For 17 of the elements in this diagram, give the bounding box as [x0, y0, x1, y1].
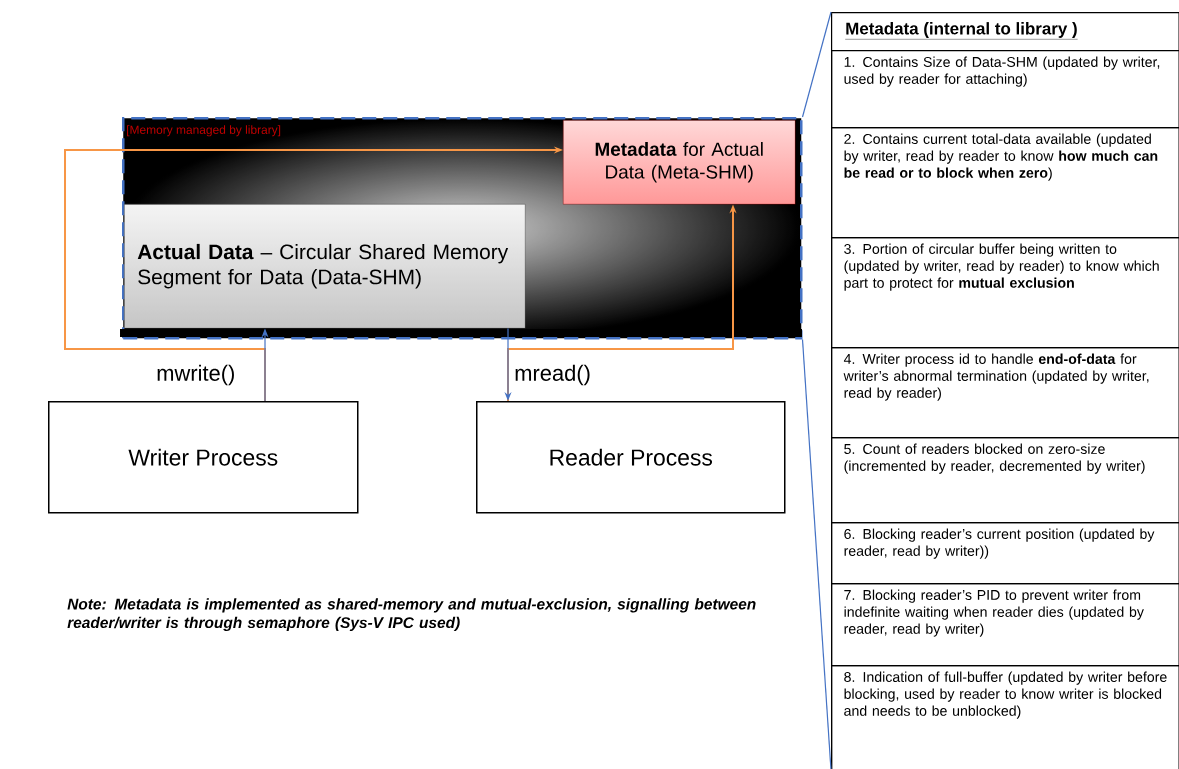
process-box: Writer Process [48, 401, 359, 514]
table-row: 8. Indication of full-buffer (updated by writer before blocking, used by reader to know writer is blocked and needs to be unblocked) [831, 665, 1179, 769]
edge-label: mread() [513, 363, 592, 387]
table-row: 6. Blocking reader’s current position (updated by reader, read by writer)) [831, 522, 1179, 585]
data-segment-box: Actual Data – Circular Shared Memory Segment for Data (Data-SHM) [124, 204, 526, 329]
table-row: 3. Portion of circular buffer being written to (updated by writer, read by reader) to know which part to protect for mutual exclusion [831, 237, 1179, 349]
edge-label: mwrite() [155, 363, 237, 387]
note-text: Note: Metadata is implemented as shared-memory and mutual-exclusion, signalling between reader/writer is through semaphore (Sys-V IPC used) [67, 598, 756, 632]
table-row: 2. Contains current total-data available (updated by writer, read by reader to know how much can be read or to block when zero) [831, 127, 1179, 239]
table-row: 1. Contains Size of Data-SHM (updated by writer, used by reader for attaching) [831, 50, 1179, 129]
process-box: Reader Process [476, 401, 786, 514]
table-row: 5. Count of readers blocked on zero-size (incremented by reader, decremented by writer) [831, 437, 1179, 524]
connector-line [801, 338, 832, 769]
table-row: 7. Blocking reader’s PID to prevent writer from indefinite waiting when reader dies (updated by reader, read by writer) [831, 583, 1179, 667]
metadata-box: Metadata for Actual Data (Meta-SHM) [563, 120, 796, 205]
connector-line [801, 11, 832, 118]
table-row: 4. Writer process id to handle end-of-data for writer’s abnormal termination (updated by writer, read by reader) [831, 347, 1179, 439]
